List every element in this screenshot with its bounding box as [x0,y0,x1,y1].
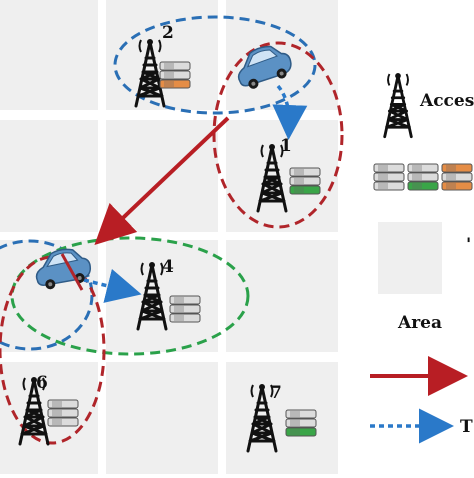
legend-transfer-label: T [460,417,473,437]
server-stack-icon [47,399,79,427]
grid-cell [106,362,218,474]
server-stack-icon [159,61,191,89]
legend-area-label: Area [397,313,442,333]
grid-cell [226,240,338,352]
server-layer [47,61,473,437]
server-stack-icon [373,163,405,191]
node-label: 7 [270,383,282,403]
node-label: 1 [280,136,292,156]
server-stack-icon [441,163,473,191]
legend-cut-label: ' [466,235,471,255]
transfer-arrow-car2 [83,268,142,303]
coverage-ellipse-blue-top [113,15,317,115]
node-label: 4 [162,257,174,277]
grid-cell [0,120,98,232]
coverage-ellipse-red-right [212,41,344,229]
coverage-ellipse-green [10,236,250,356]
server-stack-icon [407,163,439,191]
legend-area-swatch [378,222,442,294]
grid-cell [0,0,98,110]
server-stack-icon [289,167,321,195]
grid-cell [226,362,338,474]
car-overlap-mark [60,253,84,291]
server-stack-icon [285,409,317,437]
grid-cell [106,120,218,232]
movement-arrow [94,116,230,246]
transfer-arrow-car1 [272,84,308,140]
node-label: 6 [36,373,48,393]
server-stack-icon [169,295,201,323]
coverage-ellipse-red-left [0,255,106,445]
legend-access-label: Access [419,91,474,111]
coverage-ellipse-blue-left [0,239,94,351]
node-label: 2 [162,23,174,43]
tower-icon [383,71,413,139]
